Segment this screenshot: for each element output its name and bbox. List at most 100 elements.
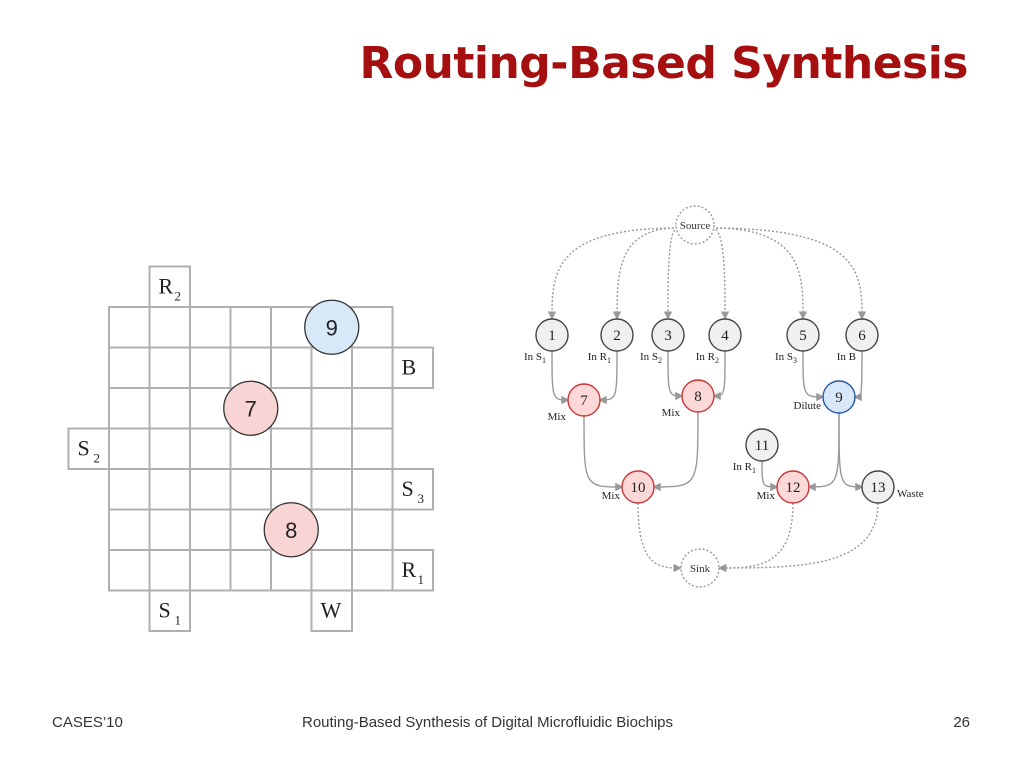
grid-cell [108, 346, 151, 389]
grid-cell [270, 427, 313, 470]
grid-cell [351, 346, 394, 389]
node-n3: 3In S2 [640, 318, 685, 365]
grid-cell [351, 508, 394, 551]
edge-n4-n8 [712, 350, 726, 401]
node-caption: In S3 [775, 351, 797, 365]
node-caption: Mix [548, 411, 567, 423]
droplet-7: 7 [223, 380, 279, 436]
node-sink: Sink [680, 548, 720, 588]
grid-cell [108, 306, 151, 349]
port-B: B [391, 346, 434, 389]
grid-cell [229, 549, 272, 592]
node-n5: 5In S3 [775, 318, 820, 365]
grid-cell [351, 427, 394, 470]
edge-n3-n8 [667, 350, 684, 401]
edge-n6-n9 [853, 350, 863, 402]
node-n4: 4In R2 [696, 318, 742, 365]
droplet-8: 8 [263, 502, 319, 558]
grid-cell [189, 306, 232, 349]
node-caption: In R1 [733, 461, 756, 475]
node-label: 12 [786, 480, 801, 496]
port-subscript: 1 [418, 572, 425, 587]
grid-cell [310, 508, 353, 551]
port-subscript: 1 [175, 613, 182, 628]
edge-n9-n12 [807, 412, 840, 492]
node-caption: In R1 [588, 351, 611, 365]
droplet-label: 8 [285, 518, 297, 543]
port-label: R [159, 274, 174, 299]
port-subscript: 2 [94, 451, 101, 466]
node-caption: In B [837, 351, 856, 363]
node-label: 9 [835, 390, 843, 406]
node-caption: Waste [897, 488, 924, 500]
edge-n7-n10 [583, 415, 624, 492]
port-label: S [78, 436, 90, 461]
node-n2: 2In R1 [588, 318, 634, 365]
grid-cell [148, 549, 191, 592]
edge-n8-n10 [652, 411, 699, 492]
node-caption: Dilute [794, 400, 822, 412]
node-label: Source [680, 220, 711, 232]
grid-cell [310, 549, 353, 592]
node-caption: In S2 [640, 351, 662, 365]
grid-cell [189, 346, 232, 389]
edge-source-n6 [712, 227, 867, 320]
node-n1: 1In S1 [524, 318, 569, 365]
edge-n2-n7 [598, 350, 618, 405]
node-label: 6 [858, 328, 866, 344]
node-label: 8 [694, 389, 702, 405]
node-label: 4 [721, 328, 729, 344]
node-label: Sink [690, 563, 711, 575]
grid-cell [148, 427, 191, 470]
port-label: S [402, 476, 414, 501]
edge-n13-sink [718, 502, 879, 573]
edge-source-n4 [711, 227, 730, 320]
edge-source-n2 [612, 227, 678, 320]
droplet-label: 7 [245, 396, 257, 421]
edge-source-n5 [712, 227, 808, 320]
footer-conference: CASES’10 [52, 714, 123, 731]
node-label: 10 [631, 480, 646, 496]
edge-n9-n13 [838, 412, 864, 492]
node-caption: Mix [602, 490, 621, 502]
node-label: 2 [613, 328, 621, 344]
node-source: Source [675, 205, 715, 245]
grid-cell [270, 346, 313, 389]
port-subscript: 3 [418, 491, 425, 506]
node-label: 11 [755, 438, 769, 454]
node-label: 3 [664, 328, 672, 344]
node-label: 5 [799, 328, 807, 344]
node-n6: 6In B [837, 318, 879, 363]
node-caption: Mix [757, 490, 776, 502]
node-n11: 11 In R1 [733, 428, 779, 475]
port-label: R [402, 557, 417, 582]
port-W: W [310, 589, 353, 632]
port-label: B [402, 355, 417, 380]
grid-cell [108, 549, 151, 592]
node-label: 13 [871, 480, 886, 496]
node-label: 7 [580, 393, 588, 409]
edge-source-n1 [547, 227, 678, 320]
node-caption: In S1 [524, 351, 546, 365]
droplet-9: 9 [304, 299, 360, 355]
node-caption: In R2 [696, 351, 719, 365]
edge-n1-n7 [551, 350, 570, 405]
port-label: S [159, 598, 171, 623]
port-label: W [321, 598, 342, 623]
footer-paper-title: Routing-Based Synthesis of Digital Micro… [302, 714, 674, 731]
grid-cell [351, 387, 394, 430]
edge-n12-sink [718, 502, 794, 573]
droplet-label: 9 [326, 315, 338, 340]
